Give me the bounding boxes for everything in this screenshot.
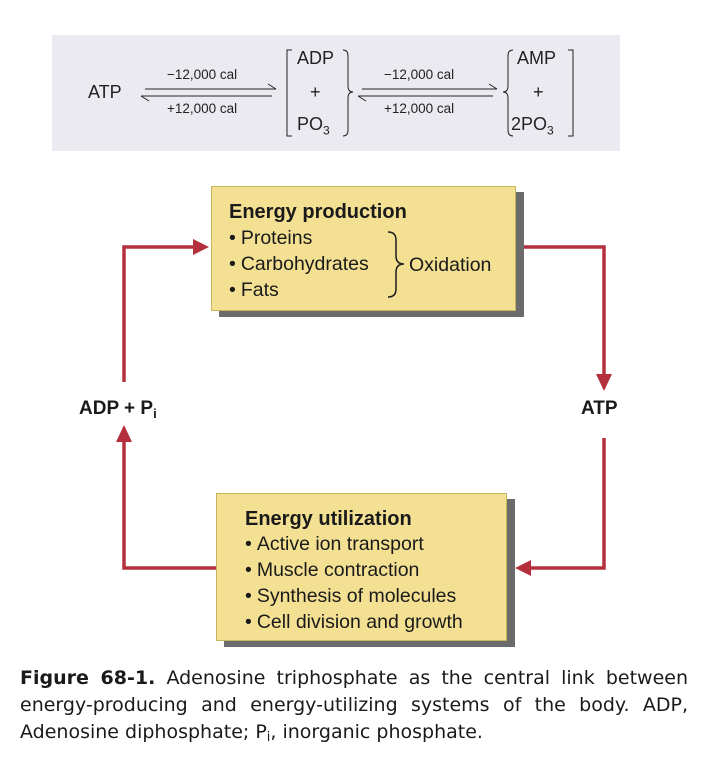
step2-reverse-energy: +12,000 cal: [384, 101, 455, 116]
production-item: •Proteins: [229, 227, 313, 249]
energy-utilization-box: [216, 493, 507, 641]
utilization-item: •Muscle contraction: [245, 559, 420, 581]
arrow-production-to-atp: [515, 245, 606, 378]
two-po3-label: 2PO3: [511, 114, 554, 138]
cycle-arrows: [116, 239, 612, 576]
utilization-item: •Synthesis of molecules: [245, 585, 457, 607]
step1-reverse-energy: +12,000 cal: [167, 101, 238, 116]
energy-utilization-title: Energy utilization: [245, 508, 412, 530]
po3-label: PO3: [297, 114, 330, 138]
figure-label: Figure 68-1.: [20, 667, 156, 689]
oxidation-label: Oxidation: [409, 254, 492, 276]
oxidation-brace: [387, 231, 405, 298]
energy-production-title: Energy production: [229, 201, 407, 223]
energy-production-box: [211, 186, 516, 311]
amp-label: AMP: [517, 48, 557, 68]
adp-pi-node: ADP + Pi: [79, 398, 157, 421]
utilization-item: •Active ion transport: [245, 533, 424, 555]
arrowhead-left-bottom: [515, 560, 531, 576]
adp-label: ADP: [297, 48, 335, 68]
arrowhead-up-left: [116, 425, 132, 442]
production-item: •Fats: [229, 279, 279, 301]
arrow-adp-to-production: [122, 245, 196, 382]
arrowhead-down-right: [596, 374, 612, 391]
arrow-utilization-to-adp: [122, 437, 216, 570]
production-item: •Carbohydrates: [229, 253, 369, 275]
figure-caption: Figure 68-1. Adenosine triphosphate as t…: [20, 667, 688, 745]
equation-panel: [52, 35, 620, 151]
atp-node: ATP: [581, 398, 618, 419]
caption-text: Adenosine triphosphate as the central li…: [20, 667, 688, 743]
atp-label: ATP: [88, 82, 122, 102]
plus-sign-1: +: [310, 82, 321, 102]
utilization-item: •Cell division and growth: [245, 611, 463, 633]
step1-forward-energy: −12,000 cal: [167, 67, 238, 82]
step2-forward-energy: −12,000 cal: [384, 67, 455, 82]
arrowhead-right-top: [193, 239, 209, 255]
arrow-atp-to-utilization: [528, 438, 606, 570]
plus-sign-2: +: [533, 82, 544, 102]
equation-arrows: [140, 49, 574, 137]
